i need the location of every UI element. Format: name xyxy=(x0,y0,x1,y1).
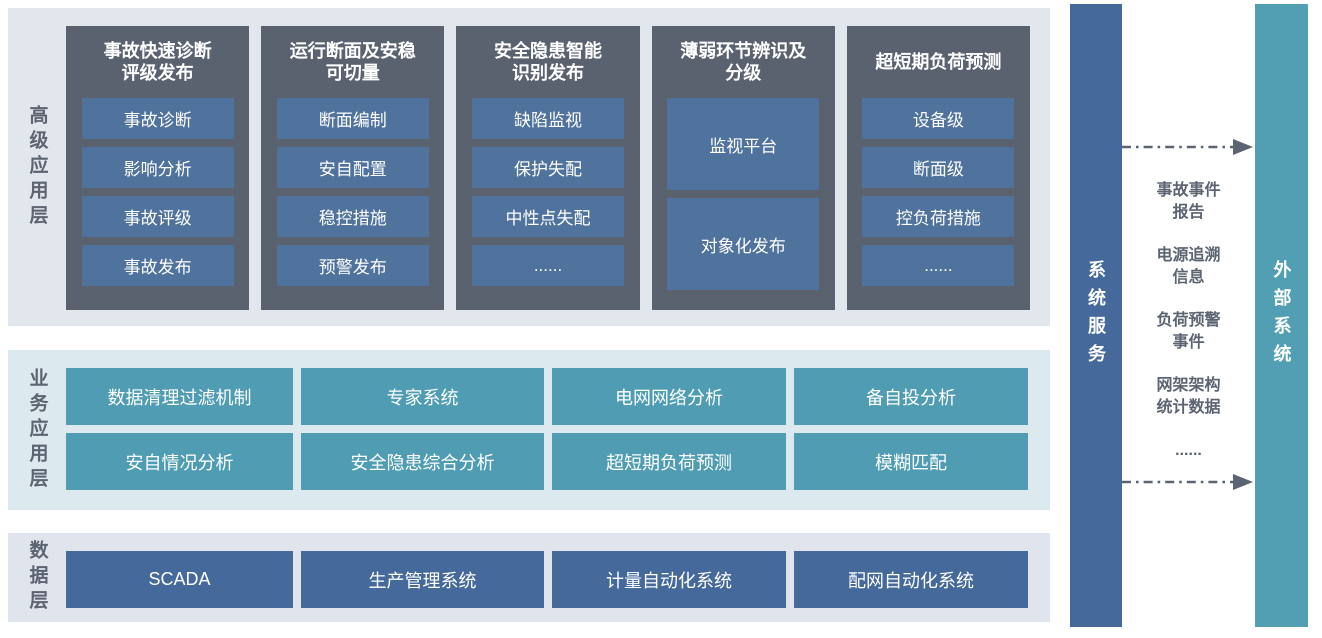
module-chip: 事故评级 xyxy=(81,196,234,237)
exchange-item: 负荷预警 事件 xyxy=(1156,312,1221,351)
exchange-item: 事故事件 报告 xyxy=(1156,182,1221,221)
module-column-load-forecast: 超短期负荷预测 设备级 断面级 控负荷措施 ...... xyxy=(846,26,1031,310)
module-column-title: 运行断面及安稳 可切量 xyxy=(289,41,416,83)
module-chip: 预警发布 xyxy=(276,245,429,286)
module-chip: ...... xyxy=(862,245,1015,286)
exchange-item: 网架架构 统计数据 xyxy=(1156,377,1221,416)
module-chip-list: 事故诊断 影响分析 事故评级 事故发布 xyxy=(81,98,234,286)
module-chip: 保护失配 xyxy=(472,147,624,188)
external-systems-label: 外部系统 xyxy=(1271,259,1292,372)
module-chip: 事故诊断 xyxy=(81,98,234,139)
module-column-title: 超短期负荷预测 xyxy=(875,52,1002,72)
module-chip: 控负荷措施 xyxy=(862,196,1015,237)
exchange-item-list: 事故事件 报告 电源追溯 信息 负荷预警 事件 网架架构 统计数据 ...... xyxy=(1122,180,1255,462)
module-chip-list: 缺陷监视 保护失配 中性点失配 ...... xyxy=(472,98,624,286)
data-exchange-area: 事故事件 报告 电源追溯 信息 负荷预警 事件 网架架构 统计数据 ...... xyxy=(1122,4,1255,627)
business-module: 专家系统 xyxy=(301,368,544,425)
module-chip: 影响分析 xyxy=(81,147,234,188)
module-column-title: 薄弱环节辨识及 分级 xyxy=(680,41,807,83)
layer-label-text: 数据层 xyxy=(26,540,48,615)
layer-panel-business-apps: 业务应用层 数据清理过滤机制 专家系统 电网网络分析 备自投分析 安自情况分析 … xyxy=(8,350,1050,510)
layer-label-data: 数据层 xyxy=(8,533,66,622)
module-chip: 断面级 xyxy=(862,147,1015,188)
business-module: 安全隐患综合分析 xyxy=(301,433,544,490)
business-module: 超短期负荷预测 xyxy=(552,433,786,490)
advanced-module-columns: 事故快速诊断 评级发布 事故诊断 影响分析 事故评级 事故发布 运行断面及安稳 … xyxy=(66,26,1031,310)
exchange-item: ...... xyxy=(1175,442,1202,459)
layer-label-text: 高级应用层 xyxy=(26,104,48,230)
business-module-grid: 数据清理过滤机制 专家系统 电网网络分析 备自投分析 安自情况分析 安全隐患综合… xyxy=(66,368,1028,490)
layer-label-text: 业务应用层 xyxy=(26,367,48,493)
business-module: 备自投分析 xyxy=(794,368,1028,425)
layer-panel-data: 数据层 SCADA 生产管理系统 计量自动化系统 配网自动化系统 xyxy=(8,533,1050,622)
module-chip: 事故发布 xyxy=(81,245,234,286)
business-module: 电网网络分析 xyxy=(552,368,786,425)
module-chip: 缺陷监视 xyxy=(472,98,624,139)
data-source: SCADA xyxy=(66,551,293,608)
data-source: 配网自动化系统 xyxy=(794,551,1028,608)
module-column-hidden-danger: 安全隐患智能 识别发布 缺陷监视 保护失配 中性点失配 ...... xyxy=(456,26,640,310)
module-chip: 断面编制 xyxy=(276,98,429,139)
system-services-label: 系统服务 xyxy=(1086,259,1106,372)
module-chip: 稳控措施 xyxy=(276,196,429,237)
module-column-accident-diagnosis: 事故快速诊断 评级发布 事故诊断 影响分析 事故评级 事故发布 xyxy=(66,26,250,310)
module-column-title: 事故快速诊断 评级发布 xyxy=(103,41,212,83)
system-services-bar: 系统服务 xyxy=(1070,4,1122,627)
external-systems-bar: 外部系统 xyxy=(1255,4,1308,627)
module-chip: 安自配置 xyxy=(276,147,429,188)
module-column-operation-section: 运行断面及安稳 可切量 断面编制 安自配置 稳控措施 预警发布 xyxy=(261,26,445,310)
data-source-grid: SCADA 生产管理系统 计量自动化系统 配网自动化系统 xyxy=(66,551,1028,608)
module-chip: 中性点失配 xyxy=(472,196,624,237)
layer-label-advanced-apps: 高级应用层 xyxy=(8,8,66,326)
data-source: 计量自动化系统 xyxy=(552,551,786,608)
exchange-item: 电源追溯 信息 xyxy=(1156,247,1221,286)
business-module: 模糊匹配 xyxy=(794,433,1028,490)
module-chip-list: 断面编制 安自配置 稳控措施 预警发布 xyxy=(276,98,429,286)
module-column-title: 安全隐患智能 识别发布 xyxy=(494,41,602,83)
module-chip: 设备级 xyxy=(862,98,1015,139)
module-chip-list: 监视平台 对象化发布 xyxy=(667,98,820,290)
dataflow-arrow-right-icon xyxy=(1122,474,1253,490)
layer-label-business-apps: 业务应用层 xyxy=(8,350,66,510)
module-column-weak-link: 薄弱环节辨识及 分级 监视平台 对象化发布 xyxy=(651,26,835,310)
business-module: 数据清理过滤机制 xyxy=(66,368,293,425)
module-chip-list: 设备级 断面级 控负荷措施 ...... xyxy=(862,98,1015,286)
module-chip: 监视平台 xyxy=(667,98,820,190)
module-chip: 对象化发布 xyxy=(667,198,820,290)
business-module: 安自情况分析 xyxy=(66,433,293,490)
layer-panel-advanced-apps: 高级应用层 事故快速诊断 评级发布 事故诊断 影响分析 事故评级 事故发布 运行… xyxy=(8,8,1050,326)
module-chip: ...... xyxy=(472,245,624,286)
data-source: 生产管理系统 xyxy=(301,551,544,608)
dataflow-arrow-right-icon xyxy=(1122,139,1253,155)
